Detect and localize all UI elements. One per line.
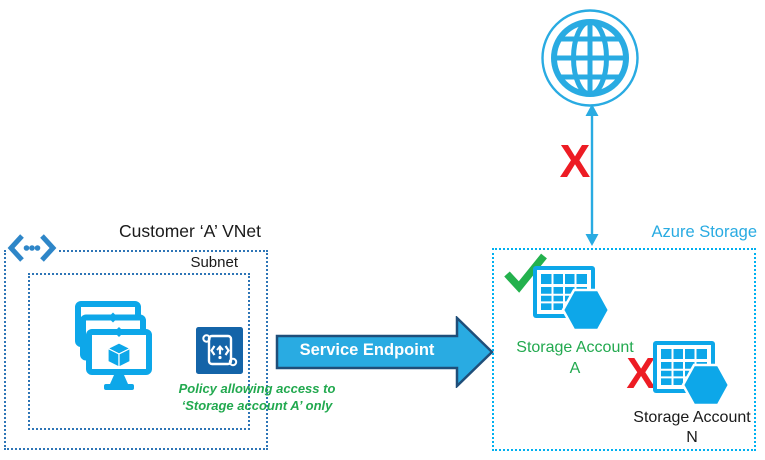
storage-account-a-line2: A — [569, 360, 581, 377]
policy-note: Policy allowing access to ‘Storage accou… — [168, 381, 346, 414]
azure-storage-boundary — [492, 248, 756, 451]
vnet-title: Customer ‘A’ VNet — [119, 221, 261, 241]
storage-account-a-icon — [533, 266, 611, 332]
service-endpoint-arrow — [275, 316, 494, 388]
policy-note-line1: Policy allowing access to — [178, 381, 336, 396]
service-endpoint-label: Service Endpoint — [299, 341, 435, 359]
vnet-icon — [6, 231, 58, 265]
virtual-machines-icon — [75, 301, 152, 390]
azure-storage-title: Azure Storage — [651, 223, 757, 241]
internet-storage-arrow — [585, 104, 599, 246]
storage-account-n-line2: N — [686, 429, 698, 446]
storage-account-n-line1: Storage Account — [633, 409, 751, 426]
storage-account-a-line1: Storage Account — [516, 339, 634, 356]
subnet-boundary — [28, 273, 250, 430]
endpoint-policy-icon — [196, 327, 243, 374]
storage-account-a-label: Storage Account A — [505, 337, 645, 379]
internet-blocked-x: X — [559, 135, 591, 187]
policy-note-line2: ‘Storage account A’ only — [181, 397, 333, 413]
storage-account-n-icon — [653, 341, 731, 407]
storage-account-n-blocked-x: X — [626, 349, 656, 398]
storage-account-n-label: Storage Account N — [622, 408, 762, 448]
vnet-boundary — [4, 250, 268, 450]
subnet-label: Subnet — [190, 254, 238, 271]
internet-globe-icon — [541, 9, 639, 107]
